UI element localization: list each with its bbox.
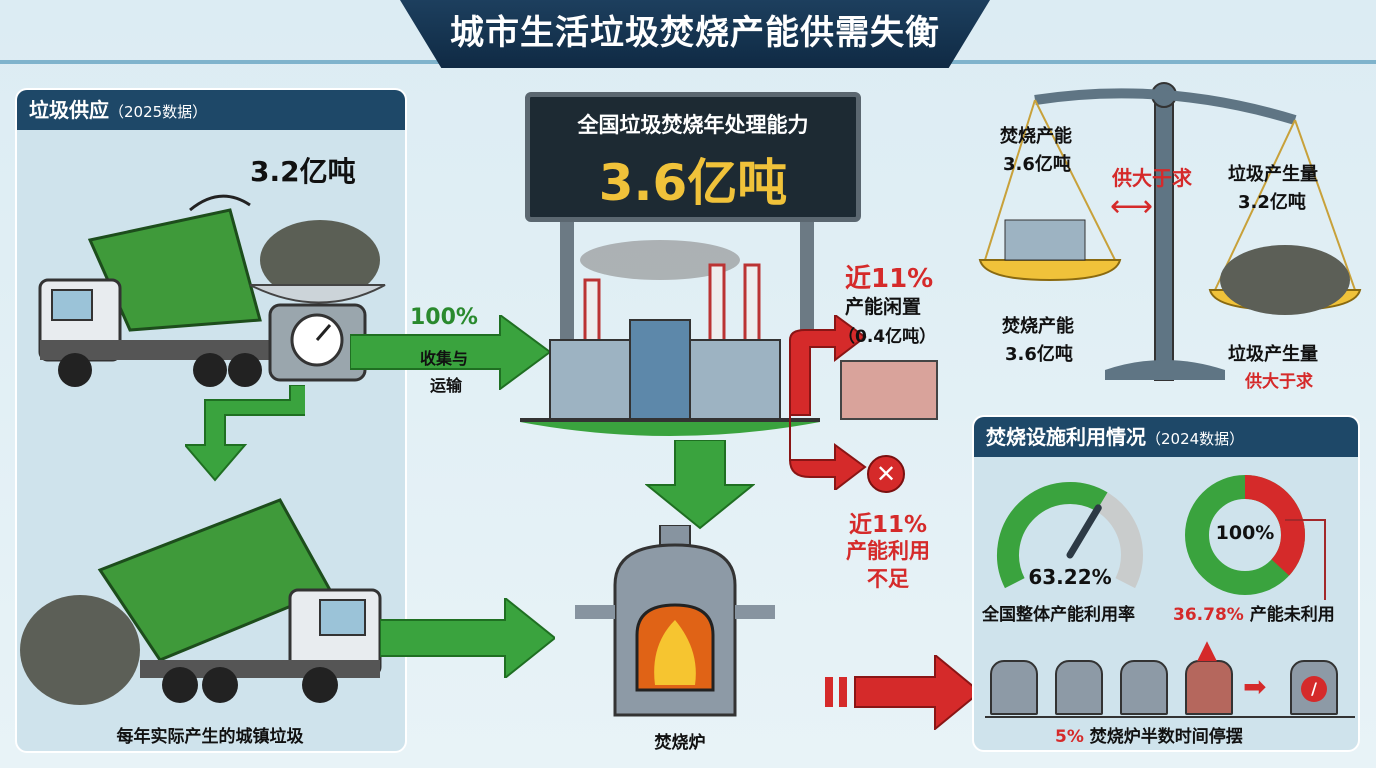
balance-bottom-right-value: 供大于求 <box>1245 372 1313 392</box>
furnace-icon <box>1120 660 1168 715</box>
furnace-icon <box>990 660 1038 715</box>
x-circle-icon: ✕ <box>867 455 905 493</box>
idle-amount: （0.4亿吨） <box>838 327 937 347</box>
furnace-label: 焚烧炉半数时间停摆 <box>1089 727 1243 747</box>
collection-label-1: 收集与 <box>420 349 469 368</box>
capacity-value: 3.6亿吨 <box>598 154 788 212</box>
dump-truck-and-scale-illustration <box>38 194 386 387</box>
collection-label-2: 运输 <box>430 376 463 395</box>
incinerator-furnace-illustration <box>575 525 775 717</box>
usage-panel-header: 焚烧设施利用情况（2024数据） <box>974 417 1358 457</box>
dumping-truck-illustration <box>20 498 382 705</box>
capacity-label: 全国垃圾焚烧年处理能力 <box>577 113 809 137</box>
balance-center-label: 供大于求 <box>1112 166 1192 190</box>
underused-line1: 产能利用 <box>846 539 930 563</box>
gauge-label: 全国整体产能利用率 <box>982 605 1135 625</box>
supply-panel-header: 垃圾供应（2025数据） <box>17 90 405 130</box>
garbage-pile <box>260 220 380 300</box>
balance-bottom-right-label: 垃圾产生量 <box>1228 344 1318 365</box>
red-split-arrows <box>789 315 867 490</box>
utilization-donut <box>1185 475 1326 600</box>
gauge-needle <box>1066 504 1102 559</box>
collection-percent: 100% <box>410 305 478 330</box>
broken-furnace-icon <box>1185 660 1233 715</box>
idle-factory-icon <box>840 360 938 420</box>
scale-pan <box>249 284 386 304</box>
balance-right-label: 垃圾产生量 <box>1228 164 1318 185</box>
balance-right-value: 3.2亿吨 <box>1238 192 1306 213</box>
supply-heading-note: （2025数据） <box>109 103 208 121</box>
garbage-pile <box>20 595 140 705</box>
arrow-to-incinerator <box>380 598 555 678</box>
supply-caption: 每年实际产生的城镇垃圾 <box>116 727 304 747</box>
furnace-row: ▲ ➡ / <box>985 635 1355 720</box>
collection-arrow <box>350 315 550 390</box>
capacity-sign: 全国垃圾焚烧年处理能力 3.6亿吨 <box>525 92 861 222</box>
gauge-value: 63.22% <box>1028 565 1112 589</box>
red-arrow-to-usage <box>825 655 982 730</box>
sign-post-left <box>560 220 574 340</box>
down-arrow-green <box>185 385 305 482</box>
unused-label: 产能未利用 <box>1249 605 1335 625</box>
balance-left-value: 3.6亿吨 <box>1003 154 1071 175</box>
usage-heading-note: （2024数据） <box>1146 430 1245 448</box>
balance-bottom-left-label: 焚烧产能 <box>1002 316 1074 337</box>
underused-line2: 不足 <box>867 567 909 591</box>
furnace-icon <box>1055 660 1103 715</box>
unused-summary: 36.78% 产能未利用 <box>1173 600 1335 625</box>
idle-label: 产能闲置 <box>845 296 922 318</box>
supply-heading: 垃圾供应 <box>29 98 109 122</box>
balance-scale-illustration <box>978 82 1362 381</box>
arrow-icon <box>189 194 251 212</box>
incinerator-label: 焚烧炉 <box>654 733 706 753</box>
donut-unused-segment <box>1185 475 1305 595</box>
page-title: 城市生活垃圾焚烧产能供需失衡 <box>400 0 990 68</box>
gauge-fill <box>997 482 1108 589</box>
incineration-plant-illustration <box>520 240 820 436</box>
double-arrow-icon: ⟷ <box>1110 189 1154 224</box>
furnace-percent: 5% <box>1055 727 1084 747</box>
right-arrow-icon: ➡ <box>1243 670 1267 703</box>
idle-percent: 近11% <box>845 264 934 294</box>
utilization-gauge <box>997 482 1143 589</box>
usage-heading: 焚烧设施利用情况 <box>986 425 1146 449</box>
no-entry-icon: / <box>1301 676 1327 702</box>
down-arrow-to-incinerator <box>645 440 755 530</box>
balance-left-label: 焚烧产能 <box>1000 126 1072 147</box>
sign-post-right <box>800 220 814 340</box>
supply-amount: 3.2亿吨 <box>250 155 356 188</box>
underused-percent: 近11% <box>848 512 928 538</box>
balance-bottom-left-value: 3.6亿吨 <box>1005 344 1073 365</box>
unused-percent: 36.78% <box>1173 605 1244 625</box>
furnace-summary: 5% 焚烧炉半数时间停摆 <box>1055 722 1243 747</box>
donut-center-label: 100% <box>1215 522 1275 544</box>
warning-icon: ▲ <box>1197 635 1217 665</box>
